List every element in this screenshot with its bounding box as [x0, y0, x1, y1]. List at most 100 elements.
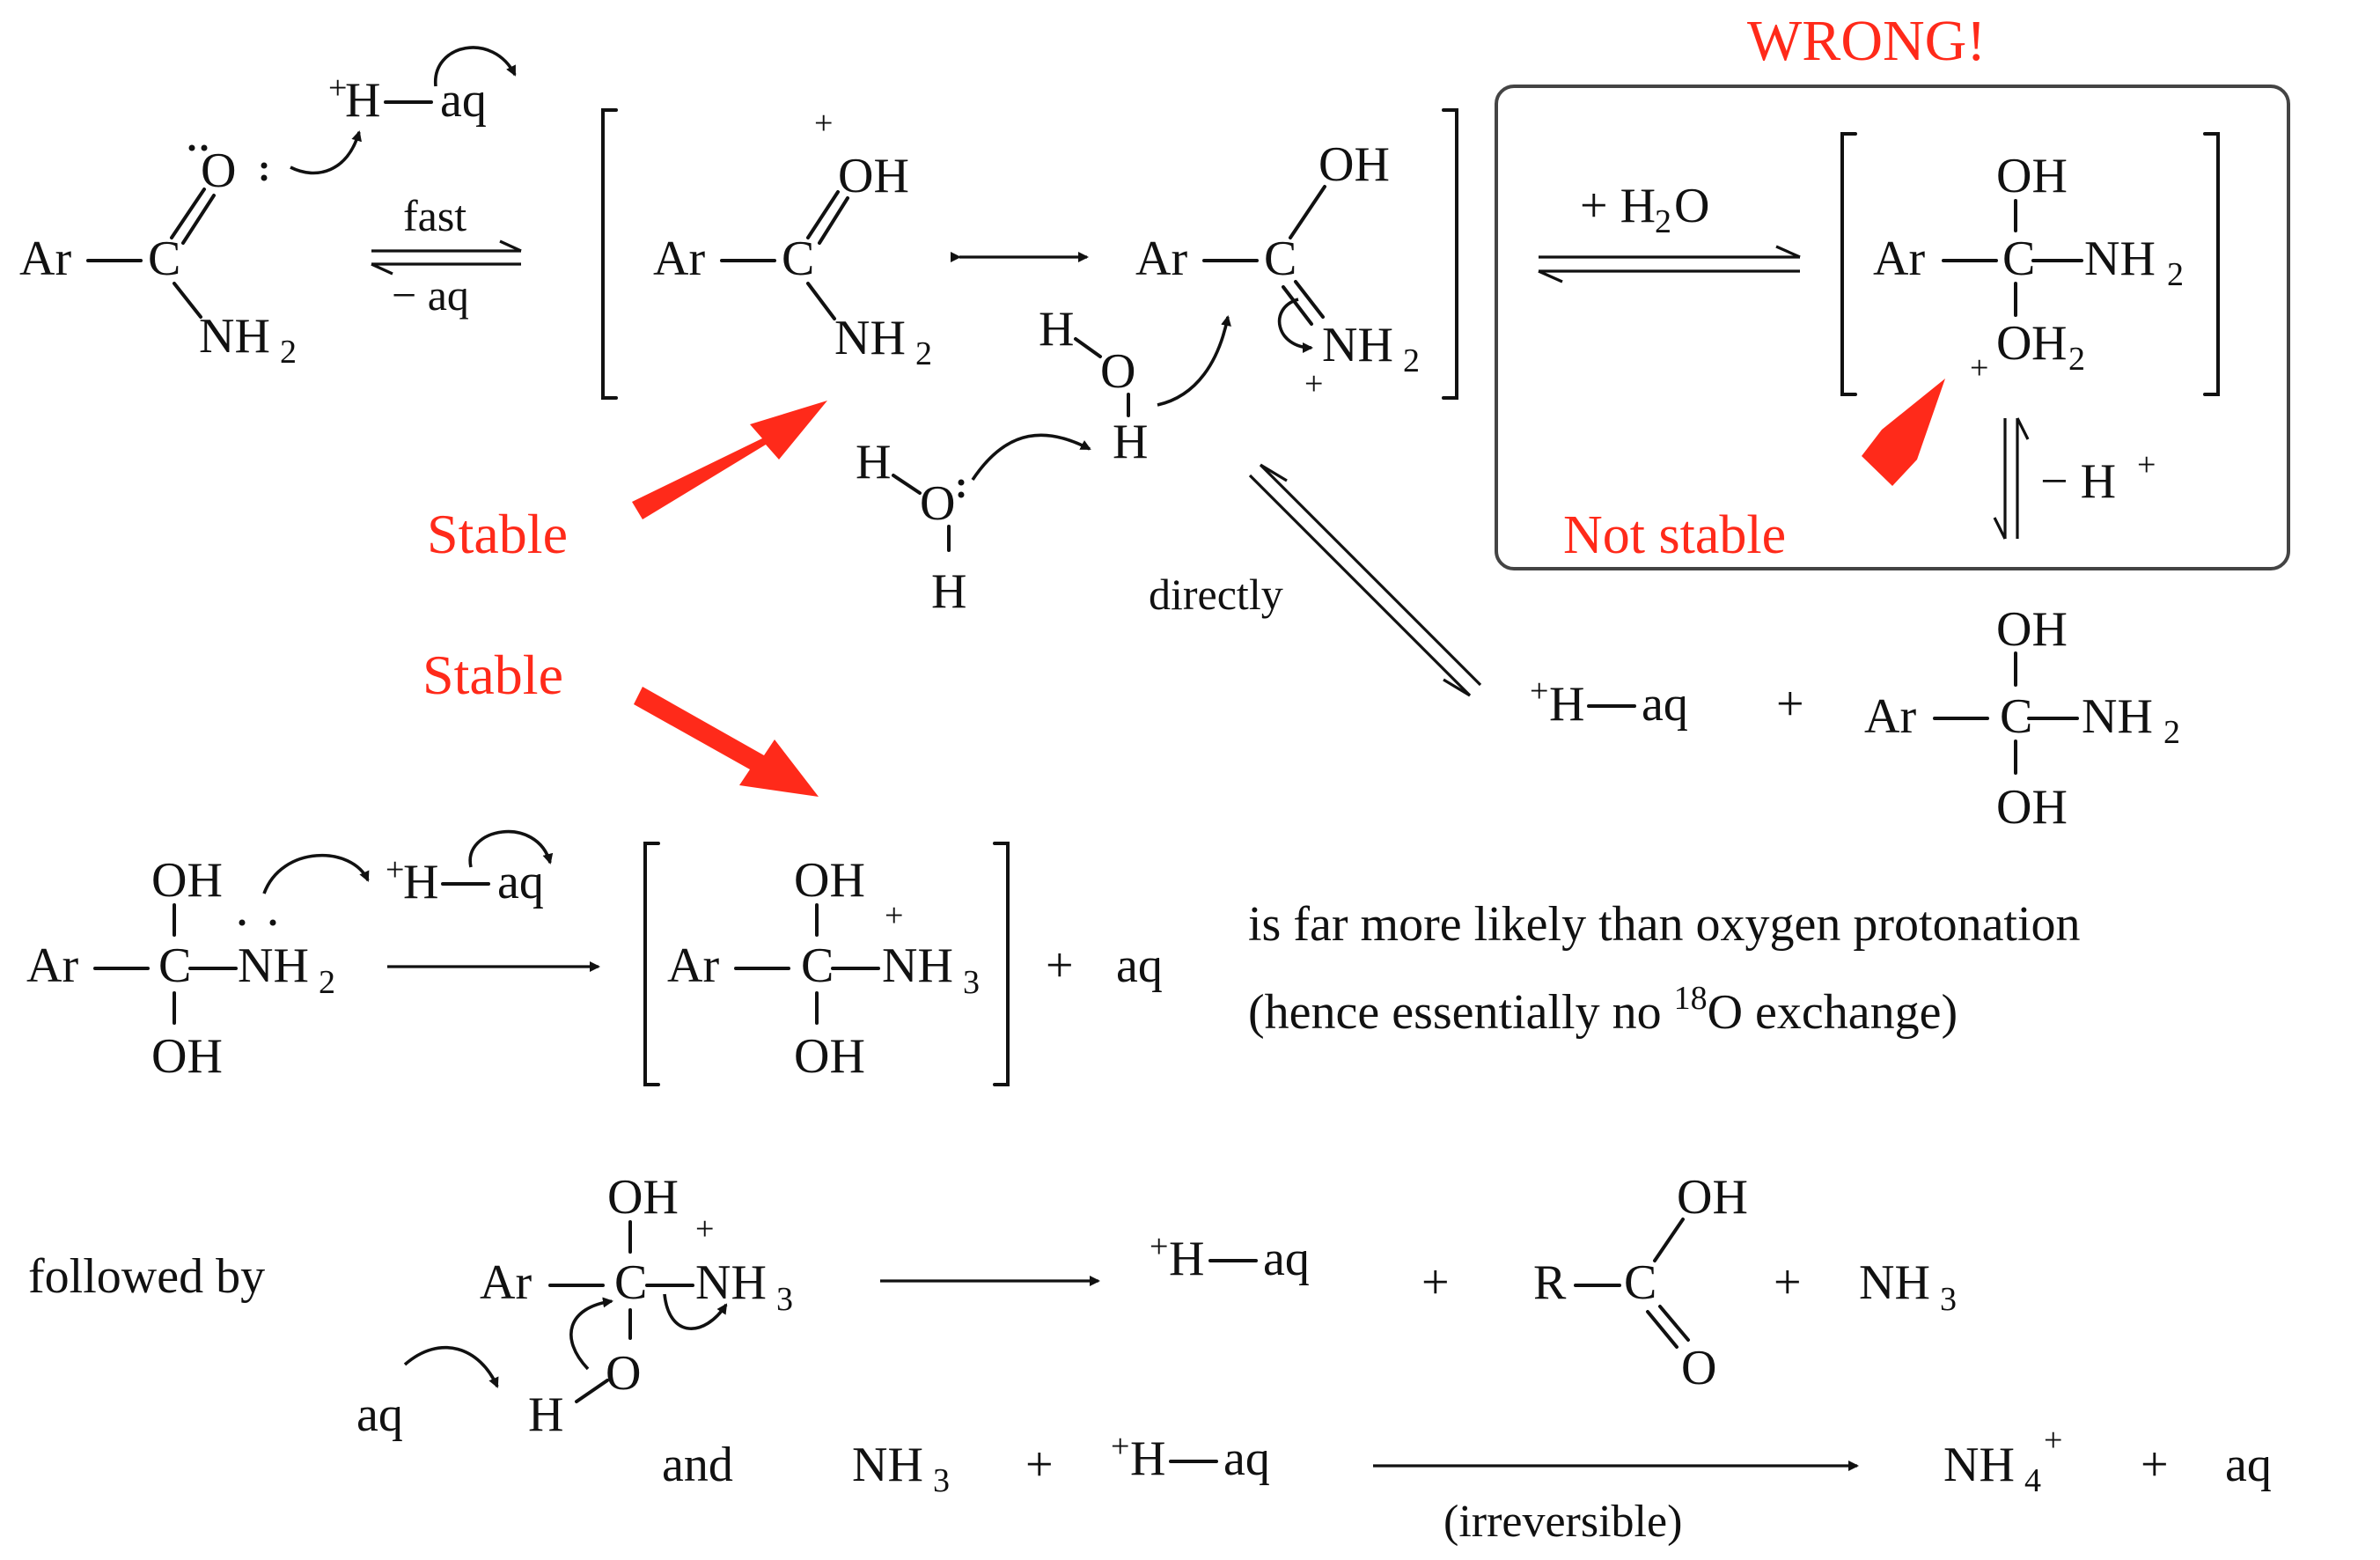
lone-pair-dot [188, 144, 195, 151]
lone-pair-dot [201, 144, 208, 151]
collapse-step: followed by OH + Ar C NH 3 O H aq + H aq… [28, 1170, 1957, 1442]
formula-text: O [1996, 316, 2031, 371]
formula-text: + [1025, 1438, 1054, 1492]
formula-text: NH [695, 1255, 767, 1310]
bond-line [1442, 108, 1458, 400]
formula-text: Ar [1864, 689, 1916, 744]
formula-text: + [1046, 938, 1074, 993]
formula-text: C [1264, 232, 1297, 286]
formula-text: O exchange) [1708, 985, 1958, 1040]
formula-text: 4 [2024, 1462, 2041, 1499]
stable-label-2: Stable [422, 644, 563, 706]
not-stable-label: Not stable [1563, 505, 1786, 565]
formula-text: NH [1943, 1438, 2015, 1492]
wrong-box [1495, 85, 2290, 570]
formula-text: aq [2225, 1438, 2272, 1492]
formula-text: Ar [26, 938, 78, 993]
formula-text: R [1533, 1255, 1567, 1310]
formula-text: aq [1223, 1431, 1270, 1486]
formula-text: OH [1996, 602, 2068, 657]
formula-text: + [1530, 673, 1548, 710]
formula-text: C [782, 232, 814, 286]
formula-text: C [614, 1255, 647, 1310]
formula-text: Ar [653, 232, 705, 286]
bond-line [993, 842, 1010, 1086]
formula-text: O [1100, 344, 1135, 399]
bond-line [2016, 417, 2030, 440]
formula-text: OH [1996, 780, 2068, 835]
formula-text: OH [1996, 149, 2068, 203]
formula-text: H [1039, 302, 1074, 357]
formula-text: Ar [1135, 232, 1187, 286]
bond-line [262, 853, 370, 894]
formula-text: aq [1116, 938, 1163, 993]
formula-text: + [695, 1210, 714, 1247]
formula-text: + [386, 851, 404, 888]
bond-line [468, 829, 554, 868]
formula-text: + [885, 897, 903, 934]
formula-text: + [814, 105, 833, 142]
formula-text: C [2000, 689, 2032, 744]
formula-text: 2 [1403, 342, 1420, 379]
lone-pair-dot [269, 919, 276, 926]
note-text: is far more likely than oxygen protonati… [1248, 897, 2081, 1040]
formula-text: + [2137, 446, 2156, 483]
stable-arrow-2 [634, 687, 819, 797]
formula-text: O [920, 476, 955, 531]
formula-text: H [2031, 316, 2067, 371]
bond-line [1294, 280, 1325, 319]
stable-arrow-1 [632, 401, 827, 519]
bond-line [1993, 517, 2007, 540]
formula-text: OH [838, 149, 909, 203]
formula-text: C [1624, 1255, 1656, 1310]
bond-line [575, 1379, 609, 1403]
wrong-pathway: + H 2 O OH Ar C NH 2 O H 2 + − H + Not s… [1538, 132, 2220, 565]
formula-text: 2 [1655, 203, 1671, 240]
formula-text: OH [151, 1029, 223, 1084]
formula-text: NH [882, 938, 953, 993]
bond-line [892, 474, 922, 495]
formula-text: is far more likely than oxygen protonati… [1248, 897, 2081, 952]
bond-line [371, 262, 393, 276]
formula-text: NH [1322, 318, 1393, 372]
bond-line [1260, 463, 1288, 482]
formula-text: H [856, 435, 891, 489]
bond-line [971, 433, 1091, 481]
wrong-label: WRONG! [1747, 9, 1986, 73]
formula-text: H [1130, 1431, 1165, 1486]
bond-line [806, 190, 840, 239]
formula-text: O [201, 143, 236, 198]
bond-line [1653, 1218, 1685, 1262]
formula-text: 2 [319, 964, 335, 1001]
bond-line [290, 130, 362, 175]
formula-text: 2 [280, 334, 297, 371]
bond-line [1775, 245, 1801, 259]
formula-text: directly [1149, 570, 1283, 619]
formula-text: NH [2084, 232, 2156, 286]
bond-line [170, 188, 206, 239]
resonance-bracket: Ar C + OH NH 2 Ar C OH NH 2 + [601, 105, 1458, 402]
formula-text: + [1970, 350, 1988, 386]
bond-line [643, 842, 660, 1086]
formula-text: OH [794, 1029, 865, 1084]
formula-text: H [1169, 1232, 1204, 1286]
not-stable-arrow [1862, 379, 1945, 486]
formula-text: H [1549, 677, 1584, 732]
formula-text: aq [1642, 677, 1688, 732]
formula-text: C [801, 938, 834, 993]
bond-line [1259, 463, 1482, 687]
formula-text: aq [356, 1387, 403, 1442]
formula-text: C [2002, 232, 2035, 286]
formula-text: + [1150, 1228, 1168, 1265]
formula-text: NH [199, 309, 270, 364]
bond-line [601, 108, 618, 400]
formula-text: NH [2082, 689, 2153, 744]
lone-pair-dot [261, 162, 268, 169]
formula-text: Ar [19, 232, 71, 286]
formula-text: 3 [1940, 1281, 1957, 1318]
formula-text: 2 [2167, 256, 2184, 293]
formula-text: NH [1859, 1255, 1930, 1310]
bond-line [1840, 132, 1857, 396]
formula-text: OH [151, 853, 223, 908]
formula-text: H [345, 73, 380, 128]
